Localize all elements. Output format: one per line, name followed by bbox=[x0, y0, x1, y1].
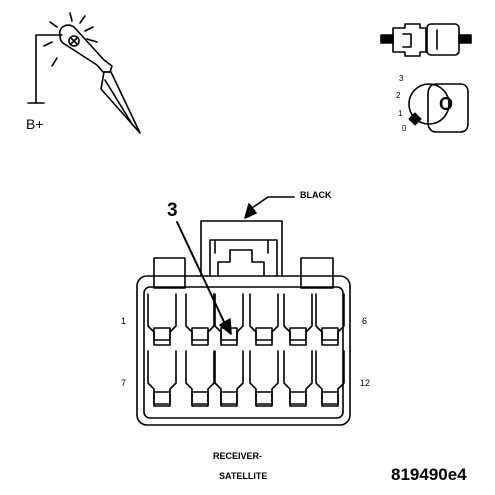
ignition-key-side-icon bbox=[380, 23, 472, 57]
ignition-switch-front-icon bbox=[408, 83, 469, 133]
pin-label-12: 12 bbox=[360, 378, 371, 388]
b-plus-label: B+ bbox=[26, 116, 44, 132]
ignition-key-label: O bbox=[439, 94, 454, 114]
pin-label-7: 7 bbox=[121, 378, 127, 388]
ignition-position-label: 0 bbox=[402, 124, 407, 133]
terminal-cavities bbox=[147, 293, 345, 407]
pin-callout-leader bbox=[176, 221, 232, 335]
callout-pin-number: 3 bbox=[167, 200, 178, 221]
ignition-position-label: 2 bbox=[396, 91, 401, 100]
ignition-position-label: 1 bbox=[398, 109, 403, 118]
pin-label-1: 1 bbox=[121, 316, 127, 326]
ignition-position-label: 3 bbox=[399, 74, 404, 83]
figure-id: 819490e4 bbox=[391, 465, 467, 484]
connector-color-label: BLACK bbox=[300, 190, 332, 200]
connector-body bbox=[136, 220, 351, 426]
connector-name-line2: SATELLITE bbox=[219, 471, 268, 481]
pin-label-6: 6 bbox=[362, 316, 368, 326]
connector-name-line1: RECEIVER- bbox=[213, 451, 263, 461]
test-light-icon bbox=[27, 12, 141, 134]
connector-color-leader bbox=[244, 196, 295, 219]
